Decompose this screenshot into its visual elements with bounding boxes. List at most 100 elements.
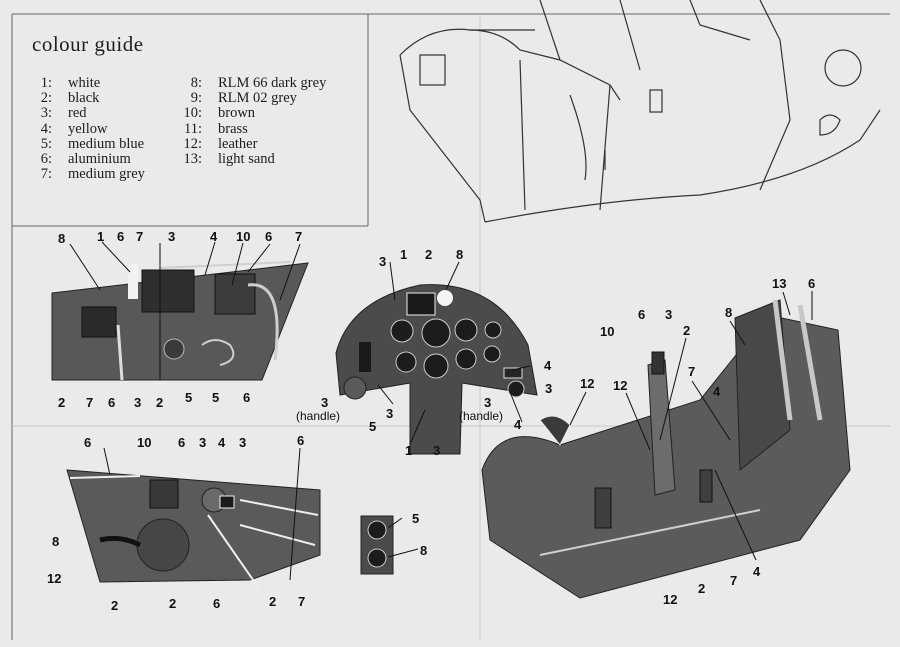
callout-label: 8 [456, 247, 463, 262]
colour-guide-left-column: 1:white 2: black 3: red 4: yellow 5: medium … [30, 75, 145, 182]
callout-label: 6 [243, 390, 250, 405]
callout-note: (handle) [459, 409, 503, 423]
callout-label: 2 [156, 395, 163, 410]
callout-label: 5 [369, 419, 376, 434]
instrument-panel-callouts: 3 1 2 8 4 3 3 (handle) 4 3 (handle) 5 3 … [296, 247, 552, 458]
colour-entry: 11: brass [180, 120, 326, 137]
callout-label: 3 [545, 381, 552, 396]
colour-number: 12: [183, 135, 202, 152]
colour-entry: 10:brown [180, 106, 326, 121]
colour-number: 8: [190, 75, 202, 91]
colour-number: 3: [40, 105, 52, 122]
callout-label: 3 [484, 395, 491, 410]
callout-label: 6 [178, 435, 185, 450]
callout-label: 2 [169, 596, 176, 611]
colour-name: medium blue [68, 135, 145, 152]
callout-note: (handle) [296, 409, 340, 423]
callout-label: 7 [298, 594, 305, 609]
callout-label: 3 [168, 229, 175, 244]
left-wall-drawing [51, 261, 309, 381]
callout-label: 12 [580, 376, 594, 391]
colour-name: aluminium [68, 151, 131, 168]
callout-label: 12 [613, 378, 627, 393]
colour-name: red [68, 105, 87, 122]
callout-label: 2 [698, 581, 705, 596]
colour-entry: 6:aluminium [30, 151, 145, 168]
small-panel-callouts: 5 8 [412, 511, 427, 558]
colour-number: 13: [183, 151, 202, 168]
colour-entry: 8: RLM 66 dark grey [180, 75, 327, 91]
callout-label: 6 [117, 229, 124, 244]
colour-name: light sand [218, 151, 275, 168]
callout-label: 4 [713, 384, 721, 399]
callout-label: 3 [433, 443, 440, 458]
callout-label: 7 [86, 395, 93, 410]
callout-label: 6 [265, 229, 272, 244]
callout-label: 6 [84, 435, 91, 450]
callout-label: 5 [185, 390, 192, 405]
instrument-panel-drawing [335, 284, 538, 455]
callout-label: 7 [295, 229, 302, 244]
colour-entry: 2: black [30, 91, 145, 106]
callout-label: 3 [386, 406, 393, 421]
callout-label: 3 [321, 395, 328, 410]
callout-label: 1 [97, 229, 104, 244]
colour-entry: 1:white [30, 75, 145, 91]
colour-number: 11: [184, 120, 202, 137]
callout-label: 4 [753, 564, 761, 579]
callout-label: 3 [665, 307, 672, 322]
callout-label: 10 [236, 229, 250, 244]
callout-label: 6 [108, 395, 115, 410]
colour-number: 4: [40, 120, 52, 137]
colour-name: RLM 66 dark grey [218, 75, 327, 91]
callout-label: 8 [58, 231, 65, 246]
colour-name: RLM 02 grey [218, 90, 297, 107]
callout-label: 5 [212, 390, 219, 405]
colour-entry: 4: yellow [30, 120, 145, 137]
colour-guide-right-column: 8: RLM 66 dark grey 9: RLM 02 grey 10:brow… [180, 75, 327, 168]
colour-name: medium grey [68, 166, 145, 183]
cockpit-tub-drawing [481, 299, 851, 599]
colour-entry: 9: RLM 02 grey [180, 91, 326, 106]
callout-label: 12 [663, 592, 677, 607]
fuselage-sketch [399, 0, 881, 223]
callout-label: 2 [425, 247, 432, 262]
callout-label: 4 [514, 417, 522, 432]
colour-number: 5: [40, 135, 52, 152]
callout-label: 2 [269, 594, 276, 609]
colour-entry: 3: red [30, 106, 145, 121]
callout-label: 4 [210, 229, 218, 244]
right-wall-callouts: 6 10 6 3 4 3 6 8 12 2 2 6 2 7 [47, 433, 305, 613]
left-wall-callouts: 8 1 6 7 3 4 10 6 7 2 7 6 3 2 5 5 6 [58, 229, 302, 410]
colour-name: black [68, 90, 100, 107]
callout-label: 4 [544, 358, 552, 373]
callout-label: 6 [808, 276, 815, 291]
callout-label: 1 [400, 247, 407, 262]
colour-number: 9: [190, 90, 202, 107]
colour-entry: 12: leather [180, 135, 326, 152]
right-wall-drawing [66, 469, 321, 591]
colour-number: 1: [40, 75, 52, 91]
callout-label: 8 [420, 543, 427, 558]
colour-number: 10: [183, 105, 202, 122]
colour-number: 7: [40, 166, 52, 183]
callout-label: 3 [379, 254, 386, 269]
callout-label: 10 [600, 324, 614, 339]
callout-label: 7 [136, 229, 143, 244]
callout-label: 6 [638, 307, 645, 322]
colour-name: yellow [68, 120, 108, 137]
callout-label: 4 [218, 435, 226, 450]
callout-label: 13 [772, 276, 786, 291]
cockpit-tub-callouts: 13 6 6 3 8 10 2 12 12 7 4 12 2 7 4 [580, 276, 815, 607]
colour-name: brass [218, 120, 248, 137]
colour-number: 2: [40, 90, 52, 107]
colour-entry: 7: medium grey [30, 167, 145, 182]
callout-label: 6 [213, 596, 220, 611]
callout-label: 5 [412, 511, 419, 526]
callout-label: 7 [730, 573, 737, 588]
callout-label: 8 [52, 534, 59, 549]
colour-name: leather [218, 135, 258, 152]
colour-entry: 5: medium blue [30, 135, 145, 152]
leader-lines [69, 241, 813, 581]
